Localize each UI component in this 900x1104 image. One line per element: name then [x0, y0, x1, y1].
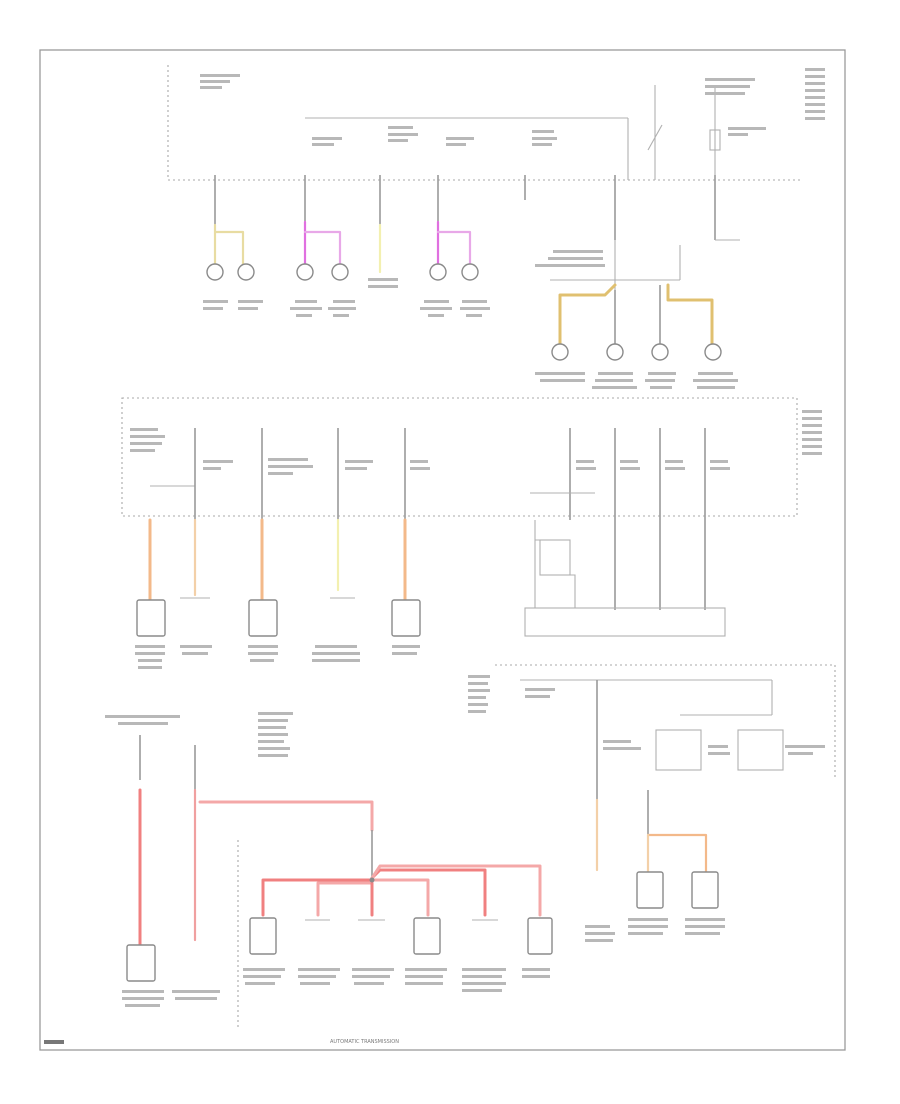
lower-left-section [126, 735, 553, 1030]
footer-label: AUTOMATIC TRANSMISSION [330, 1039, 399, 1045]
lamp-icon [296, 263, 314, 281]
lamp-icon [331, 263, 349, 281]
diagram-frame [39, 49, 846, 1051]
lamp-icon [237, 263, 255, 281]
module-icon [126, 944, 156, 982]
lamp-icon [429, 263, 447, 281]
lamp-icon [606, 343, 624, 361]
middle-fuse-section [121, 397, 798, 637]
lower-right-section [495, 664, 836, 909]
module-icon [527, 917, 553, 955]
lamp-icon [704, 343, 722, 361]
lamp-icon [651, 343, 669, 361]
module-icon [248, 599, 278, 637]
module-icon [691, 871, 719, 909]
module-icon [136, 599, 166, 637]
top-fuse-section [167, 65, 800, 361]
lamp-icon [461, 263, 479, 281]
module-icon [391, 599, 421, 637]
module-icon [636, 871, 664, 909]
module-icon [413, 917, 441, 955]
unreadable-labels [44, 68, 825, 1044]
lamp-icon [551, 343, 569, 361]
splice-icon [369, 877, 375, 883]
module-icon [249, 917, 277, 955]
lamp-icon [206, 263, 224, 281]
